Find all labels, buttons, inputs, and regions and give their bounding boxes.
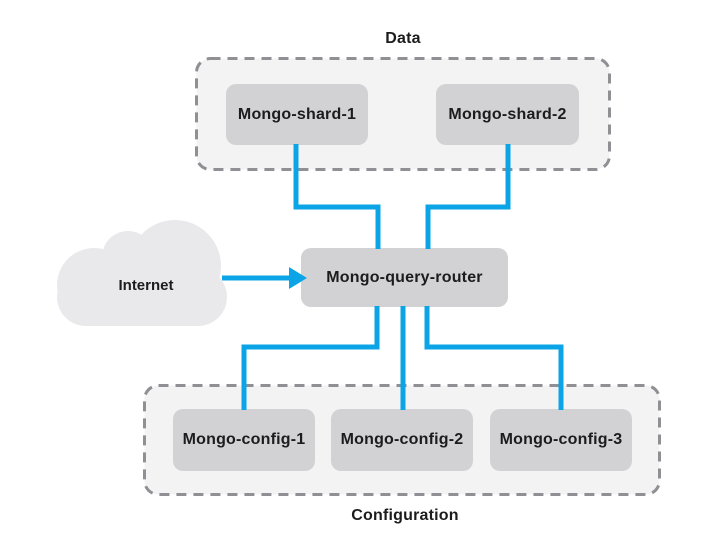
- connector-shard2-to-router: [425, 144, 511, 249]
- node-mongo-config-3: Mongo-config-3: [490, 409, 632, 471]
- internet-to-router-arrow: [222, 267, 307, 289]
- node-mongo-config-3-label: Mongo-config-3: [499, 431, 623, 448]
- data-group-label: Data: [385, 30, 421, 47]
- node-mongo-query-router-label: Mongo-query-router: [326, 268, 483, 286]
- configuration-group-label: Configuration: [351, 507, 459, 524]
- connector-router-to-config1: [241, 306, 380, 410]
- node-mongo-config-1: Mongo-config-1: [173, 409, 315, 471]
- node-mongo-query-router: Mongo-query-router: [301, 248, 508, 307]
- node-mongo-shard-1: Mongo-shard-1: [226, 84, 368, 145]
- node-mongo-shard-2: Mongo-shard-2: [436, 84, 579, 145]
- node-mongo-shard-1-label: Mongo-shard-1: [237, 105, 357, 123]
- internet-cloud-icon: [57, 220, 227, 326]
- node-mongo-config-2-label: Mongo-config-2: [340, 431, 464, 448]
- connector-shard1-to-router: [293, 144, 381, 249]
- connector-router-to-config3: [424, 306, 564, 410]
- node-mongo-shard-2-label: Mongo-shard-2: [448, 105, 567, 123]
- internet-label: Internet: [118, 277, 174, 294]
- node-mongo-config-1-label: Mongo-config-1: [182, 431, 306, 448]
- node-mongo-config-2: Mongo-config-2: [331, 409, 473, 471]
